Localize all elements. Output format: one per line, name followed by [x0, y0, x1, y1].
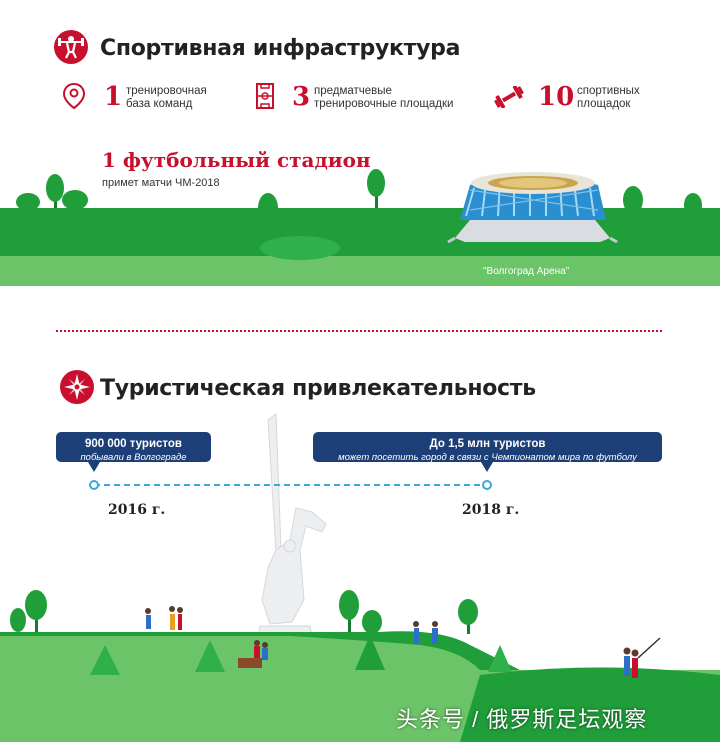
stadium-icon: [447, 172, 618, 244]
dumbbell-icon: [494, 86, 524, 108]
watermark-text: 头条号 / 俄罗斯足坛观察: [396, 707, 648, 732]
stat-label-sport-grounds: спортивных площадок: [577, 85, 640, 110]
timeline-point-2018: [482, 480, 492, 490]
stat-number-training-base: 1: [104, 82, 123, 112]
weightlifter-badge-icon: [54, 30, 88, 64]
stat-number-training-grounds: 3: [292, 82, 311, 112]
infrastructure-title: Спортивная инфраструктура: [100, 36, 461, 61]
stat-label-training-grounds: предматчевые тренировочные площадки: [314, 85, 454, 110]
bench-people-icon: [238, 640, 268, 668]
tourists-group-icon: [413, 621, 438, 644]
stadium-subtitle: примет матчи ЧМ-2018: [102, 177, 220, 189]
tourism-landscape-illustration: [0, 413, 720, 742]
compass-rose-badge-icon: [60, 370, 94, 404]
tourists-couple-icon: [145, 606, 183, 630]
stadium-landscape-illustration: [0, 169, 720, 286]
tourism-title: Туристическая привлекательность: [100, 376, 536, 401]
selfie-couple-icon: [623, 637, 661, 678]
year-2016-label: 2016 г.: [108, 502, 166, 518]
timeline-point-2016: [89, 480, 99, 490]
stat-number-sport-grounds: 10: [538, 82, 575, 112]
year-2018-label: 2018 г.: [462, 502, 520, 518]
stat-label-training-base: тренировочная база команд: [126, 85, 207, 110]
tourists-2016-bubble: 900 000 туристов побывали в Волгограде: [56, 432, 211, 463]
stadium-title: 1 футбольный стадион: [102, 148, 371, 172]
section-divider: [56, 330, 662, 332]
location-pin-icon: [62, 82, 86, 110]
tourists-2018-bubble: До 1,5 млн туристов может посетить город…: [313, 432, 662, 463]
football-field-icon: [256, 83, 274, 109]
tree-icon: [46, 174, 64, 210]
stadium-name-label: "Волгоград Арена": [483, 266, 570, 277]
